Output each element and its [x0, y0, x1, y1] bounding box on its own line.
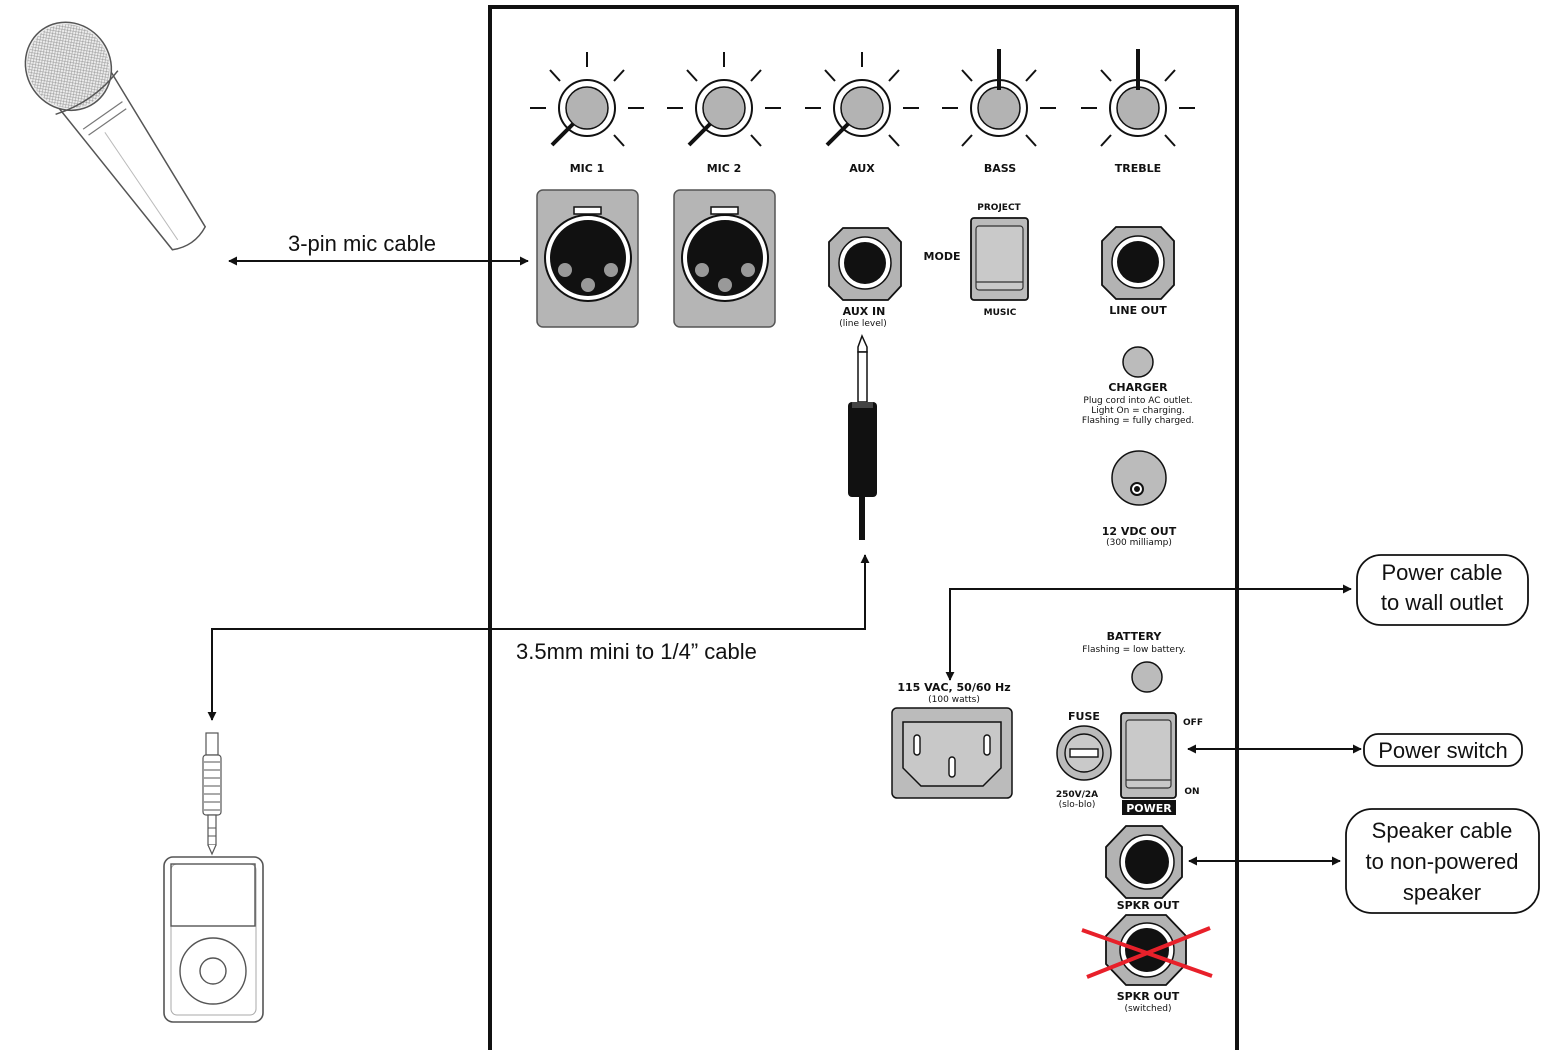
aux-in-sublabel: (line level) [839, 319, 887, 329]
fuse-holder[interactable]: FUSE 250V/2A (slo-blo) [1056, 710, 1112, 810]
charger-line-2: Light On = charging. [1091, 406, 1185, 416]
power-cable-line-1: Power cable [1381, 560, 1502, 585]
aux-in-label: AUX IN [843, 305, 886, 318]
speaker-out-jack[interactable]: SPKR OUT [1105, 825, 1183, 912]
ac-inlet-sublabel: (100 watts) [928, 695, 980, 705]
fuse-label: FUSE [1068, 710, 1100, 723]
mic-cable-label: 3-pin mic cable [288, 231, 436, 256]
power-switch-callout: Power switch [1363, 733, 1523, 767]
dc-out-label: 12 VDC OUT [1102, 525, 1177, 538]
speaker-cable-line-1: Speaker cable [1372, 818, 1513, 843]
knob-label: TREBLE [1115, 162, 1161, 175]
knob-label: MIC 2 [707, 162, 742, 175]
power-cable-line-2: to wall outlet [1381, 590, 1503, 615]
mini-cable-label: 3.5mm mini to 1/4” cable [516, 639, 757, 664]
knob-bass[interactable]: BASS [942, 49, 1056, 175]
power-off-label: OFF [1183, 718, 1203, 728]
mode-switch[interactable]: MODE PROJECT MUSIC [924, 203, 1029, 318]
power-on-label: ON [1184, 787, 1199, 797]
charger-line-3: Flashing = fully charged. [1082, 416, 1194, 426]
xlr-input-mic1[interactable] [536, 189, 639, 328]
fuse-rating: 250V/2A [1056, 790, 1098, 800]
charger-indicator: CHARGER Plug cord into AC outlet. Light … [1082, 346, 1194, 426]
aux-in-jack[interactable]: AUX IN (line level) [828, 227, 902, 329]
power-cable-callout: Power cable to wall outlet [1356, 554, 1529, 626]
knob-treble[interactable]: TREBLE [1081, 49, 1195, 175]
fuse-sublabel: (slo-blo) [1059, 800, 1096, 810]
power-cable-arrow [945, 584, 1352, 681]
knob-aux[interactable]: AUX [805, 52, 919, 175]
line-out-jack[interactable]: LINE OUT [1101, 226, 1175, 317]
ac-inlet-label: 115 VAC, 50/60 Hz [897, 681, 1010, 694]
speaker-out-label: SPKR OUT [1117, 899, 1180, 912]
mini-cable-arrow [207, 554, 870, 721]
dc-out-sublabel: (300 milliamp) [1106, 538, 1172, 548]
knob-mic1[interactable]: MIC 1 [530, 52, 644, 175]
microphone-icon [24, 21, 207, 251]
mode-project-label: PROJECT [977, 203, 1021, 213]
dc-out-jack[interactable]: 12 VDC OUT (300 milliamp) [1102, 450, 1177, 548]
charger-line-1: Plug cord into AC outlet. [1083, 396, 1192, 406]
speaker-cable-line-2: to non-powered [1366, 849, 1519, 874]
knob-mic2[interactable]: MIC 2 [667, 52, 781, 175]
speaker-out-switched-label: SPKR OUT [1117, 990, 1180, 1003]
line-out-label: LINE OUT [1109, 304, 1167, 317]
quarter-inch-plug-icon [848, 334, 877, 540]
speaker-cable-callout: Speaker cable to non-powered speaker [1345, 808, 1540, 914]
power-switch-label: Power switch [1378, 738, 1508, 763]
knob-label: BASS [984, 162, 1016, 175]
speaker-cable-line-3: speaker [1403, 880, 1481, 905]
knob-label: AUX [849, 162, 875, 175]
power-switch[interactable]: OFF ON POWER [1120, 712, 1203, 815]
battery-title: BATTERY [1107, 630, 1163, 643]
mini-plug-icon [202, 732, 222, 856]
speaker-out-switched-sublabel: (switched) [1124, 1004, 1171, 1014]
ac-inlet[interactable]: 115 VAC, 50/60 Hz (100 watts) [891, 681, 1013, 799]
charger-title: CHARGER [1108, 381, 1168, 394]
power-label: POWER [1126, 802, 1172, 815]
speaker-out-switched-jack[interactable]: SPKR OUT (switched) [1105, 914, 1187, 1014]
knob-label: MIC 1 [570, 162, 605, 175]
xlr-input-mic2[interactable] [673, 189, 776, 328]
knob-ticks [530, 52, 644, 147]
cross-out-mark [1081, 926, 1213, 979]
connection-lines [207, 256, 1362, 866]
mode-label: MODE [924, 250, 961, 263]
music-player-icon [163, 856, 264, 1023]
battery-sublabel: Flashing = low battery. [1082, 645, 1185, 655]
mode-music-label: MUSIC [984, 308, 1017, 318]
